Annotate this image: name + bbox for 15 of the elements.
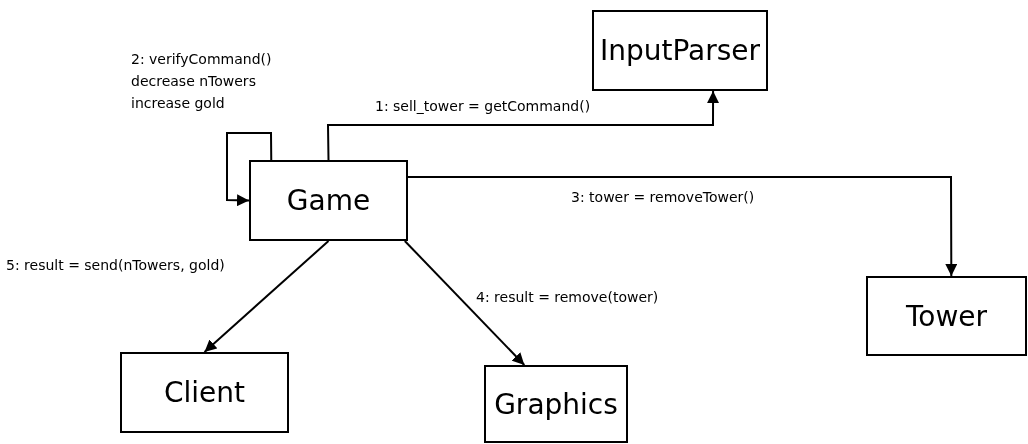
object-box [592, 10, 768, 91]
object-box [484, 365, 628, 443]
object-name: InputParser [599, 34, 761, 67]
arrow [226, 132, 273, 207]
object-box [866, 276, 1027, 356]
arrow [327, 90, 720, 161]
object-box [120, 352, 289, 433]
object-box [249, 160, 408, 241]
object-name: Game [286, 184, 371, 217]
object-name: Client [163, 376, 246, 409]
arrow [403, 240, 526, 366]
object-name: Tower [905, 299, 988, 333]
arrow [407, 176, 958, 277]
object-name: Graphics [494, 387, 618, 421]
arrow [203, 240, 330, 353]
